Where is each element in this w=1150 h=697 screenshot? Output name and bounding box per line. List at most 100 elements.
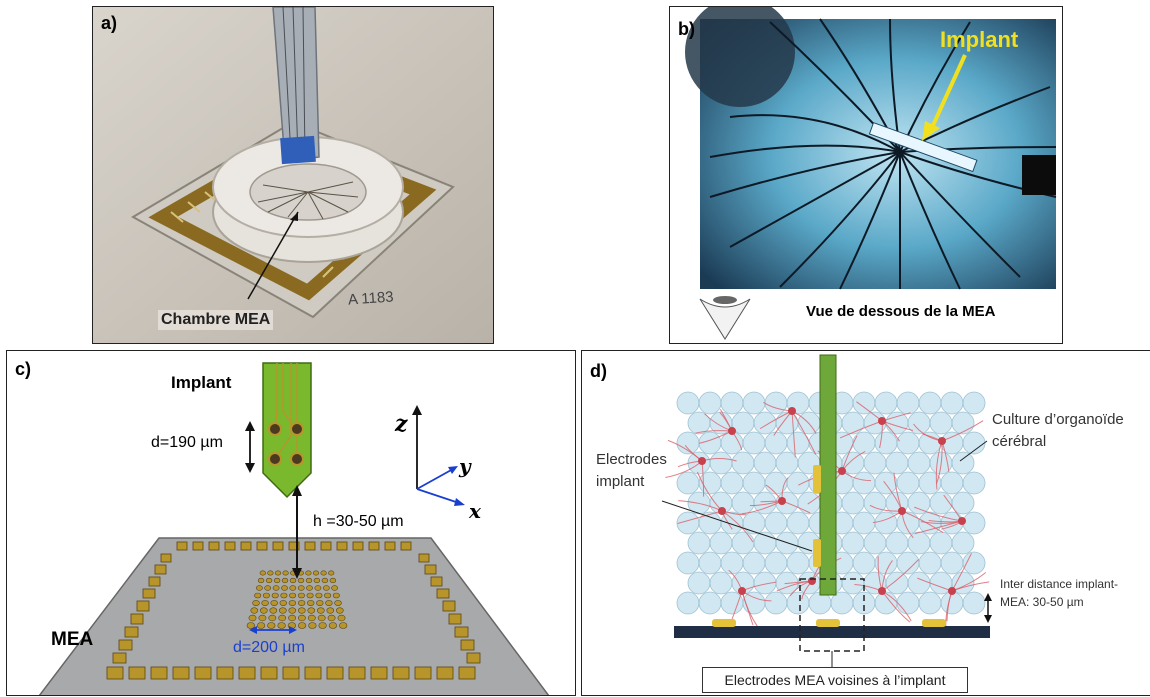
organoid-cell <box>852 551 876 575</box>
neuron-soma <box>718 507 726 515</box>
mea-electrode <box>268 614 277 622</box>
mea-electrode <box>328 622 338 629</box>
mea-electrode <box>317 614 326 622</box>
mea-electrode <box>265 577 273 584</box>
chamber-engraving: A 1183 <box>347 288 395 309</box>
mea-electrode <box>257 622 266 629</box>
mea-electrode <box>312 570 320 576</box>
organoid-cell <box>731 531 755 555</box>
organoid-cell <box>918 471 942 495</box>
organoid-cell <box>764 471 788 495</box>
organoid-cell <box>863 491 887 515</box>
mea-electrode <box>246 622 255 629</box>
organoid-cell <box>874 591 898 615</box>
panel-c: c) Implant d=190 µm h =30-50 µm MEA d=20… <box>6 350 576 696</box>
mea-electrode <box>306 592 314 599</box>
mea-electrode <box>320 570 327 576</box>
mea-electrode <box>257 577 265 584</box>
organoid-cell <box>676 591 700 615</box>
mea-electrode <box>337 614 346 622</box>
mea-electrode <box>258 614 267 622</box>
organoid-cell <box>885 531 909 555</box>
organoid-cell <box>764 431 788 455</box>
organoid-cell <box>852 511 876 535</box>
organoid-cell <box>918 391 942 415</box>
organoid-cell <box>896 431 920 455</box>
organoid-cell <box>764 391 788 415</box>
organoid-cell <box>951 491 975 515</box>
mea-electrode-grid <box>246 570 348 629</box>
organoid-cell <box>753 411 777 435</box>
organoid-cell <box>896 471 920 495</box>
mea-electrode <box>267 622 276 629</box>
mea-electrode <box>281 585 288 591</box>
mea-electrode <box>316 600 324 606</box>
neuron-soma <box>808 577 816 585</box>
organoid-cell <box>720 591 744 615</box>
mea-electrode <box>307 607 316 614</box>
implant-label-b: Implant <box>940 27 1019 52</box>
organoid-cell <box>742 551 766 575</box>
organoid-cell <box>698 511 722 535</box>
mea-chamber-photo <box>93 7 493 343</box>
mea-electrode <box>261 600 269 606</box>
mea-electrode <box>297 592 305 599</box>
organoid-cell <box>764 591 788 615</box>
chamber-caption: Chambre MEA <box>158 310 274 330</box>
panel-b-label: b) <box>678 19 695 39</box>
bottom-view-caption: Vue de dessous de la MEA <box>806 303 996 320</box>
mea-electrode <box>316 607 325 614</box>
chamber-pointer-arrow <box>247 211 299 300</box>
mea-electrode <box>279 600 287 606</box>
mea-electrode <box>278 614 287 622</box>
mea-electrode <box>259 607 268 614</box>
panel-d-label: d) <box>590 361 607 381</box>
organoid-cell <box>720 551 744 575</box>
organoid-cell <box>929 531 953 555</box>
axis-x-label: x <box>469 499 481 523</box>
organoid-cell <box>907 571 931 595</box>
mea-electrode <box>298 622 307 629</box>
organoid-cell <box>720 511 744 535</box>
organoid-cell <box>764 511 788 535</box>
organoid-cell <box>907 411 931 435</box>
organoid-cell <box>720 431 744 455</box>
neuron-soma <box>938 437 946 445</box>
organoid-cell <box>940 591 964 615</box>
eye-icon <box>699 298 751 340</box>
mea-electrode <box>274 570 282 576</box>
mea-electrode <box>331 585 338 591</box>
mea-electrode <box>305 577 313 584</box>
mea-electrode <box>254 592 262 599</box>
mea-electrode <box>297 600 306 606</box>
implant-spacing-label: d=190 µm <box>151 434 223 451</box>
mea-electrodes-caption: Electrodes MEA voisines à l’implant <box>724 672 946 688</box>
neurite <box>935 440 943 490</box>
organoid-cell <box>720 391 744 415</box>
organoid-cell <box>731 451 755 475</box>
neuron-soma <box>878 587 886 595</box>
height-label: h =30-50 µm <box>313 513 404 530</box>
organoid-cell <box>874 431 898 455</box>
mea-electrode <box>305 570 312 576</box>
neuron-soma <box>898 507 906 515</box>
panel-d: d) Culture d’organoïde cérébral Electrod… <box>581 350 1150 696</box>
mea-electrode <box>334 600 342 606</box>
mea-electrode <box>307 614 316 622</box>
mea-electrode <box>322 585 330 591</box>
mea-electrode <box>259 570 266 576</box>
mea-electrodes-caption-box: Electrodes MEA voisines à l’implant <box>702 667 968 693</box>
mea-electrode <box>318 622 327 629</box>
inter-distance-line2: MEA: 30-50 µm <box>1000 595 1084 609</box>
organoid-cell <box>962 471 986 495</box>
inter-distance-line1: Inter distance implant- <box>1000 577 1119 591</box>
organoid-cell <box>720 471 744 495</box>
panel-b: b) Implant Vue de dessous de la MEA <box>669 6 1063 344</box>
organoid-cell <box>929 411 953 435</box>
organoid-cell <box>742 591 766 615</box>
neuron-soma <box>728 427 736 435</box>
organoid-cell <box>962 391 986 415</box>
axis-z-label: z <box>395 411 408 437</box>
mea-electrode <box>252 600 260 606</box>
implant-mea-schematic <box>38 362 550 695</box>
